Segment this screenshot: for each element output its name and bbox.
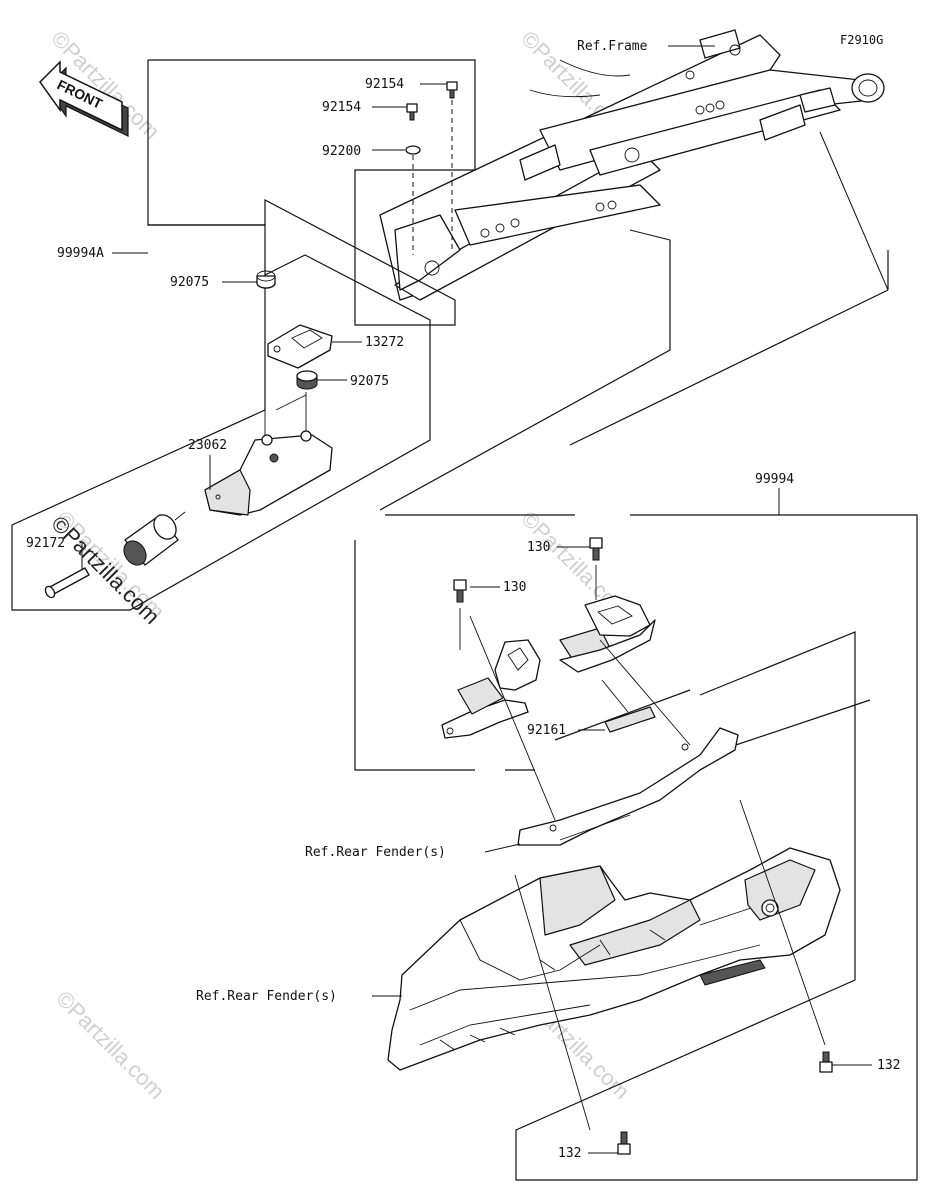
sensor-23062 <box>204 430 333 516</box>
plate-13272 <box>267 324 333 369</box>
label-92154-b: 92154 <box>322 100 361 115</box>
label-92075-a: 92075 <box>170 275 209 290</box>
rubber-92075-a <box>256 270 276 289</box>
bolt-92154-a <box>446 81 458 99</box>
label-ref-rear-fender-a: Ref.Rear Fender(s) <box>305 845 446 860</box>
bolt-130-b <box>589 537 603 561</box>
label-23062: 23062 <box>188 438 227 453</box>
label-132-b: 132 <box>558 1146 581 1161</box>
label-92075-b: 92075 <box>350 374 389 389</box>
diagram-code: F2910G <box>840 33 883 47</box>
label-132-a: 132 <box>877 1058 900 1073</box>
label-92172: 92172 <box>26 536 65 551</box>
leader-lines <box>81 45 872 1154</box>
pad-92161 <box>604 706 656 733</box>
label-92200: 92200 <box>322 144 361 159</box>
watermark: ©Partzilla.com <box>51 986 169 1104</box>
bolt-130-a <box>453 579 467 603</box>
bolt-132-a <box>819 1051 833 1073</box>
front-arrow-icon: FRONT <box>39 60 129 137</box>
washer-92200 <box>405 145 421 155</box>
label-99994: 99994 <box>755 472 794 487</box>
bolt-92172 <box>44 567 90 599</box>
label-130-b: 130 <box>503 580 526 595</box>
label-130-a: 130 <box>527 540 550 555</box>
label-92161: 92161 <box>527 723 566 738</box>
bolt-132-b <box>617 1131 631 1155</box>
box-99994 <box>354 240 918 1181</box>
label-ref-frame: Ref.Frame <box>577 39 648 54</box>
rear-fender <box>387 847 841 1071</box>
bracket-left <box>441 639 541 739</box>
label-99994a: 99994A <box>57 246 104 261</box>
label-13272: 13272 <box>365 335 404 350</box>
rubber-92075-b <box>296 370 318 390</box>
rear-plate <box>517 727 739 846</box>
label-92154-a: 92154 <box>365 77 404 92</box>
bolt-92154-b <box>406 103 418 121</box>
labels: Ref.Frame 92154 92154 92200 99994A 92075… <box>26 39 900 1161</box>
connector <box>123 511 186 566</box>
bracket-right <box>559 595 656 673</box>
rear-frame <box>379 29 885 301</box>
label-ref-rear-fender-b: Ref.Rear Fender(s) <box>196 989 337 1004</box>
